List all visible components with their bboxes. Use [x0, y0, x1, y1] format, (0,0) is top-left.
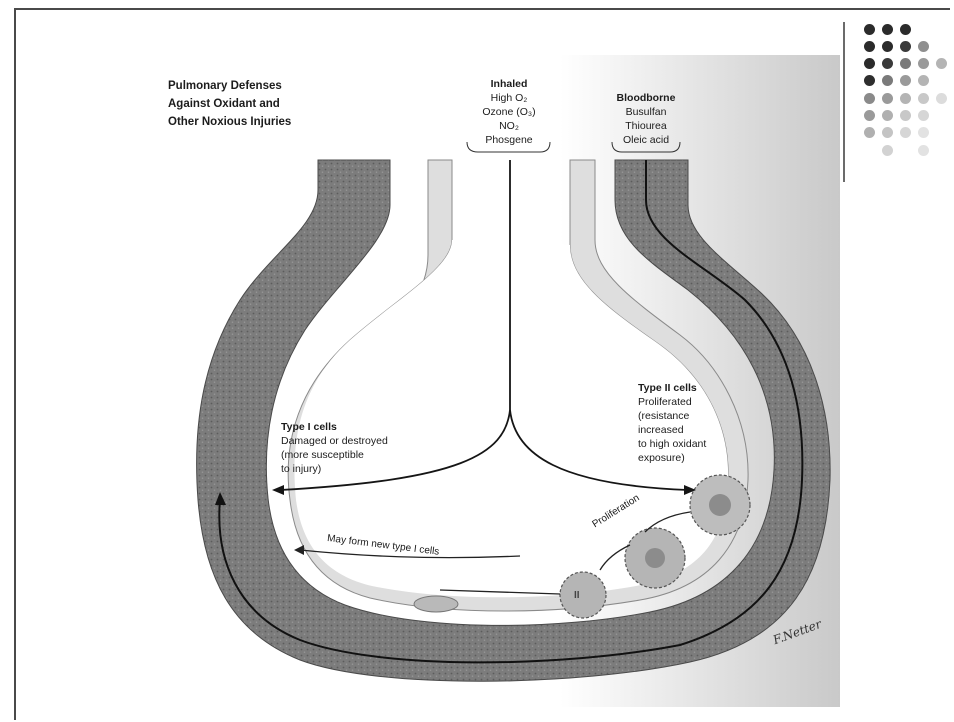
type-i-line: Damaged or destroyed	[281, 434, 388, 448]
inhaled-heading: Inhaled	[466, 77, 552, 91]
type-i-cells-label: Type I cells Damaged or destroyed (more …	[281, 420, 388, 476]
type-ii-line: exposure)	[638, 451, 706, 465]
bloodborne-item: Oleic acid	[606, 133, 686, 147]
title-line: Other Noxious Injuries	[168, 113, 291, 131]
inhaled-label-block: Inhaled High O₂ Ozone (O₃) NO₂ Phosgene	[466, 77, 552, 147]
type-ii-line: Proliferated	[638, 395, 706, 409]
title-line: Pulmonary Defenses	[168, 77, 291, 95]
type-i-line: to injury)	[281, 462, 388, 476]
type-ii-cells-label: Type II cells Proliferated (resistance i…	[638, 381, 706, 465]
bloodborne-label-block: Bloodborne Busulfan Thiourea Oleic acid	[606, 91, 686, 147]
bloodborne-item: Busulfan	[606, 105, 686, 119]
type-ii-heading: Type II cells	[638, 381, 706, 395]
inhaled-item: High O₂	[466, 91, 552, 105]
inhaled-item: Ozone (O₃)	[466, 105, 552, 119]
inhaled-item: NO₂	[466, 119, 552, 133]
type-ii-cell-marker: II	[574, 589, 580, 603]
inhaled-item: Phosgene	[466, 133, 552, 147]
arrowhead-left	[272, 485, 284, 495]
type-ii-line: to high oxidant	[638, 437, 706, 451]
type-i-line: (more susceptible	[281, 448, 388, 462]
bloodborne-item: Thiourea	[606, 119, 686, 133]
title-line: Against Oxidant and	[168, 95, 291, 113]
type-ii-line: (resistance	[638, 409, 706, 423]
figure-title: Pulmonary Defenses Against Oxidant and O…	[168, 77, 291, 131]
arrowhead-new-cells	[294, 545, 304, 555]
type-ii-line: increased	[638, 423, 706, 437]
type-i-heading: Type I cells	[281, 420, 388, 434]
bloodborne-heading: Bloodborne	[606, 91, 686, 105]
